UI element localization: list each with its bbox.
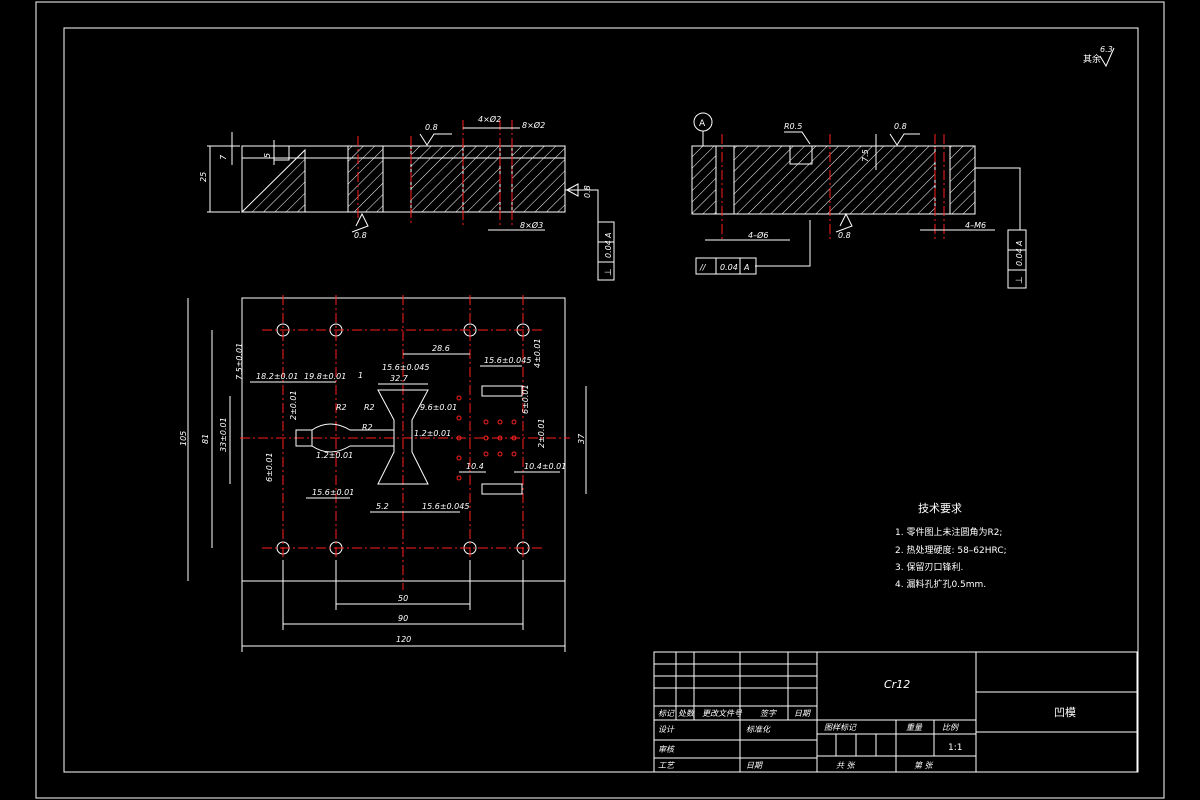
label-process: 工艺: [658, 761, 675, 770]
dim-81: 81: [201, 434, 210, 444]
m6-label: 4–M6: [965, 221, 986, 230]
part-name-text: 凹模: [1054, 706, 1076, 719]
header-qty: 处数: [678, 709, 695, 718]
die-opening: [295, 385, 523, 495]
dim-12-mid: 1.2±0.01: [414, 429, 451, 438]
label-standard: 标准化: [746, 725, 771, 734]
pin-holes: [456, 395, 517, 481]
dim-2-right: 2±0.01: [537, 418, 546, 448]
right-section-view: A R0.5 7.5 0.8 0.8 4–Ø6 4–M6 // 0.04 A ⊥…: [691, 112, 1027, 289]
label-design: 设计: [658, 725, 675, 734]
radius-r2-b: R2: [364, 403, 375, 412]
technical-requirements: 技术要求 1. 零件图上未注圆角为R2; 2. 热处理硬度: 58–62HRC;…: [895, 502, 1007, 590]
datum-left: A: [604, 233, 613, 239]
label-date: 日期: [746, 761, 763, 770]
dim-75v: 7.5±0.01: [235, 343, 244, 380]
dim-50: 50: [398, 594, 408, 603]
dim-6-left: 6±0.01: [265, 452, 274, 482]
surface-note-text: 其余: [1083, 53, 1101, 65]
tech-item-1: 1. 零件图上未注圆角为R2;: [895, 526, 1002, 538]
dim-52: 5.2: [376, 502, 389, 511]
title-block: Cr12 凹模 1:1 标记 处数 更改文件号 签字 日期 设计 标准化 图样标…: [653, 651, 1138, 773]
label-stage: 图样标记: [824, 723, 857, 732]
inner-border: [63, 27, 1139, 773]
tol-par: 0.04: [720, 263, 738, 272]
dim-6-right: 6±0.01: [521, 384, 530, 414]
dim-12-left: 1.2±0.01: [316, 451, 353, 460]
dim-105: 105: [179, 431, 188, 446]
roughness-note: 其余 6.3: [1083, 45, 1115, 68]
tech-item-3: 3. 保留刃口锋利.: [895, 561, 963, 573]
roughness-side-left: 0.8: [583, 185, 592, 198]
datum-right: A: [1015, 241, 1024, 247]
roughness-top-left: 0.8: [425, 123, 438, 132]
tech-item-2: 2. 热处理硬度: 58–62HRC;: [895, 544, 1007, 556]
dim-7: 7: [219, 154, 228, 160]
tech-title: 技术要求: [918, 502, 962, 515]
label-weight: 重量: [906, 723, 923, 732]
dim-104-tol: 10.4±0.01: [524, 462, 566, 471]
dim-156-top: 15.6±0.045: [382, 363, 429, 372]
dim-25: 25: [199, 172, 208, 182]
par-symbol: //: [699, 263, 707, 272]
perp-symbol-left: ⊥: [604, 268, 614, 276]
roughness-bottom-left: 0.8: [354, 231, 367, 240]
plan-view: 50 90 120 105 81 33±0.01 7.5±0.01 6±0.01…: [179, 295, 587, 652]
tech-item-4: 4. 漏料孔扩孔0.5mm.: [895, 578, 986, 590]
dim-96: 9.6±0.01: [420, 403, 457, 412]
roughness-top-right: 0.8: [894, 122, 907, 131]
dim-156-bottom: 15.6±0.045: [422, 502, 469, 511]
label-sheet-no: 第 张: [914, 761, 934, 770]
header-date: 日期: [794, 709, 811, 718]
dim-156-top-right: 15.6±0.045: [484, 356, 531, 365]
roughness-main-value: 6.3: [1100, 45, 1113, 54]
label-sheets: 共 张: [836, 761, 856, 770]
tol-perp-left: 0.04: [604, 240, 613, 258]
material-text: Cr12: [884, 678, 910, 691]
holes-4x6-label: 4–Ø6: [748, 230, 768, 240]
dim-286: 28.6: [432, 344, 450, 353]
dim-90: 90: [398, 614, 408, 623]
label-ratio: 比例: [942, 723, 960, 732]
header-mark: 标记: [658, 709, 675, 718]
holes-4x-label: 4×Ø2: [478, 114, 501, 124]
datum-A-bubble: A: [699, 119, 706, 129]
roughness-bottom-right: 0.8: [838, 231, 851, 240]
left-section-view: 25 7 5 0.8 4×Ø2 8×Ø2 0.8 8×Ø3 0.8 ⊥ 0.04…: [199, 114, 615, 281]
dim-2-left: 2±0.01: [289, 390, 298, 420]
dim-104: 10.4: [466, 462, 484, 471]
scale-text: 1:1: [948, 743, 962, 753]
bolt-holes: [240, 295, 570, 590]
dim-182: 18.2±0.01: [256, 372, 298, 381]
holes-8x3-label: 8×Ø3: [520, 220, 543, 230]
dim-327: 32.7: [390, 374, 409, 383]
dim-4: 4±0.01: [533, 338, 542, 368]
dim-156-bottom-left: 15.6±0.01: [312, 488, 354, 497]
tol-perp-right: 0.04: [1015, 248, 1024, 266]
dim-120: 120: [396, 635, 411, 644]
datum-par: A: [743, 263, 749, 272]
dim-75: 7.5: [861, 149, 870, 162]
dim-198: 19.8±0.01: [304, 372, 346, 381]
radius-r2-c: R2: [362, 423, 373, 432]
holes-8x-label: 8×Ø2: [522, 120, 545, 130]
perp-symbol-right: ⊥: [1015, 276, 1025, 284]
radius-r2-a: R2: [336, 403, 347, 412]
header-sign: 签字: [760, 709, 777, 718]
header-doc: 更改文件号: [702, 709, 743, 718]
dim-r05: R0.5: [784, 122, 802, 131]
label-review: 审核: [658, 745, 676, 754]
dim-1: 1: [358, 371, 363, 380]
dim-33: 33±0.01: [219, 417, 228, 452]
dim-37: 37: [577, 433, 586, 444]
dim-5: 5: [263, 153, 272, 158]
outer-border: [35, 1, 1165, 799]
